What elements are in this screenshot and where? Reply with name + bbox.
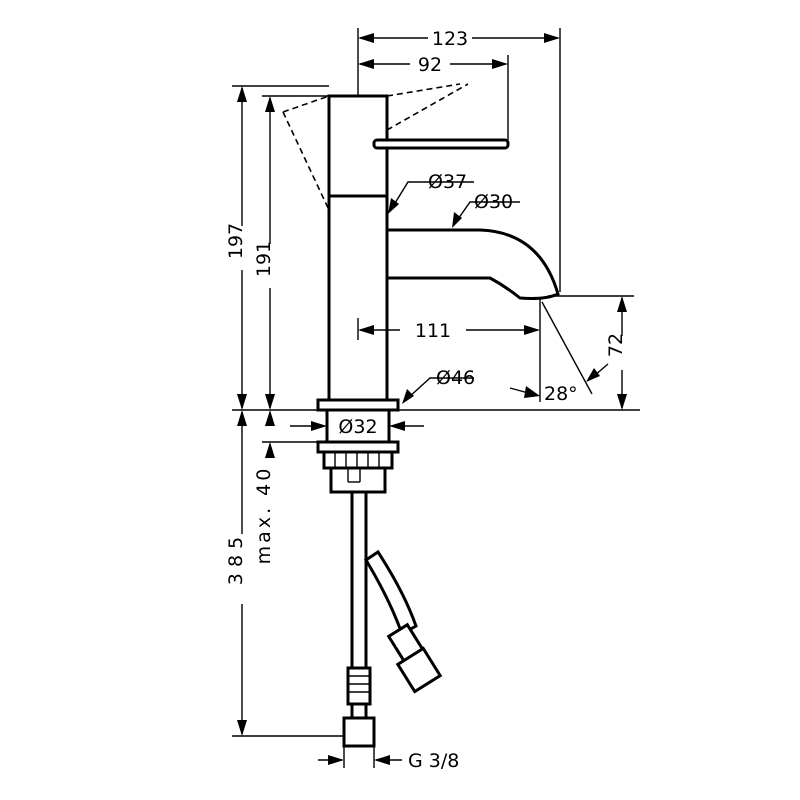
dim-lever-diameter: Ø37 (428, 171, 467, 193)
dim-connection-thread: G 3/8 (408, 750, 459, 772)
straight-hose (350, 490, 368, 672)
dim-body-height: 191 (253, 241, 275, 277)
straight-hose-nut (342, 716, 376, 748)
dim-spout-projection: 111 (415, 320, 451, 342)
dim-max-deck-thickness: max. 40 (253, 466, 275, 565)
dim-spout-angle: 28° (544, 383, 578, 405)
body-column (327, 194, 389, 402)
dim-total-reach: 123 (432, 28, 468, 50)
mounting-nut (322, 450, 394, 470)
angled-hose-nut (395, 646, 443, 694)
lever-alt-position (282, 111, 330, 211)
dim-base-diameter: Ø46 (436, 367, 475, 389)
dimension-lines: 123 92 197 191 Ø37 Ø30 (225, 26, 640, 772)
dim-spout-diameter: Ø30 (474, 191, 513, 213)
supply-hoses (342, 490, 443, 748)
faucet-body (282, 83, 560, 494)
dim-hose-length: 3 8 5 (225, 537, 247, 585)
spout (385, 228, 560, 300)
dim-lever-reach: 92 (418, 54, 442, 76)
dim-spout-clearance: 72 (605, 333, 627, 357)
dim-total-height: 197 (225, 223, 247, 259)
dim-thread-diameter: Ø32 (338, 416, 377, 438)
lever-handle (372, 138, 510, 150)
angled-hose (363, 549, 418, 637)
